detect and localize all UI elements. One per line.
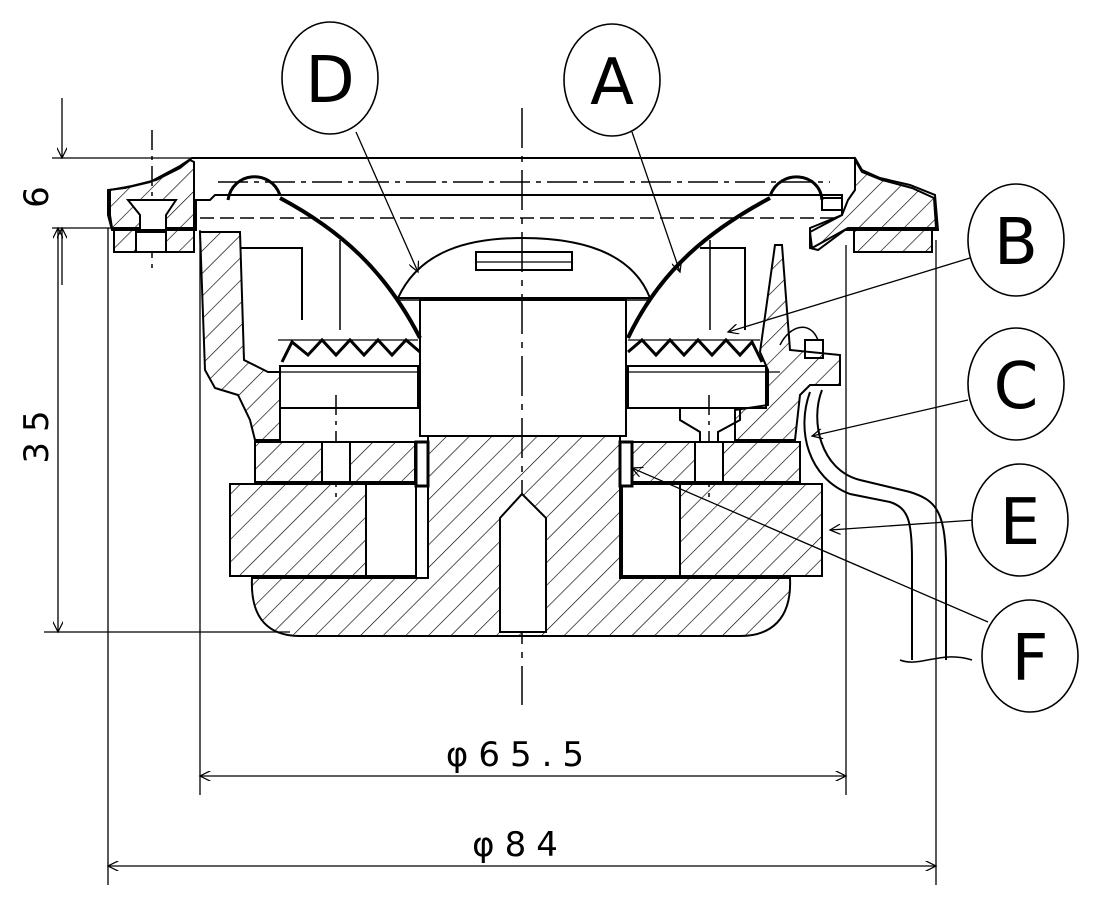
dust-cap-insert xyxy=(475,251,573,271)
callout-circle-C xyxy=(967,327,1065,441)
gap-left xyxy=(414,440,430,488)
leader-C xyxy=(812,399,969,436)
voice-coil-former xyxy=(419,299,627,437)
callout-circle-F xyxy=(981,599,1079,713)
leader-B xyxy=(728,257,971,332)
leader-A xyxy=(631,131,680,272)
callout-label-B: B xyxy=(994,206,1038,280)
mounting-nut-right xyxy=(853,229,933,253)
surround-left xyxy=(226,175,282,201)
callout-label-D: D xyxy=(305,44,354,118)
gap-right xyxy=(618,440,634,488)
frame-left-flange xyxy=(109,158,195,229)
leader-D xyxy=(355,131,418,272)
callout-circle-D xyxy=(281,21,379,135)
dim-label-body-height: 35 xyxy=(17,400,57,463)
frame-right-flange xyxy=(808,156,938,250)
callout-circle-A xyxy=(563,23,661,137)
frame-inner-rib-left xyxy=(240,247,303,320)
frame-right-wall xyxy=(734,244,841,441)
surround-right xyxy=(768,175,824,201)
callout-circle-E xyxy=(971,463,1069,577)
extension-lines xyxy=(44,157,937,885)
leader-E xyxy=(830,519,976,530)
dim-label-outer-diameter: φ84 xyxy=(472,825,568,865)
dim-label-top-height: 6 xyxy=(17,176,57,208)
lead-wire xyxy=(803,389,947,660)
top-plate-right xyxy=(627,365,767,409)
leader-F xyxy=(632,468,989,623)
frame-left-wall xyxy=(198,231,281,441)
callout-label-C: C xyxy=(994,350,1039,424)
terminal-block xyxy=(804,339,824,359)
callout-label-E: E xyxy=(1000,486,1040,560)
vent-hole xyxy=(499,492,547,633)
dim-label-inner-diameter: φ65.5 xyxy=(446,735,594,775)
callout-circle-B xyxy=(967,183,1065,297)
frame-inner-rib-right xyxy=(700,247,746,330)
cone-left xyxy=(279,196,422,339)
callout-label-A: A xyxy=(590,46,634,120)
cone-right xyxy=(626,196,771,339)
callout-label-F: F xyxy=(1012,622,1049,696)
dust-cap xyxy=(396,236,652,299)
spider-left xyxy=(280,337,421,363)
top-plate-left xyxy=(279,365,419,409)
spider-right xyxy=(627,337,764,363)
